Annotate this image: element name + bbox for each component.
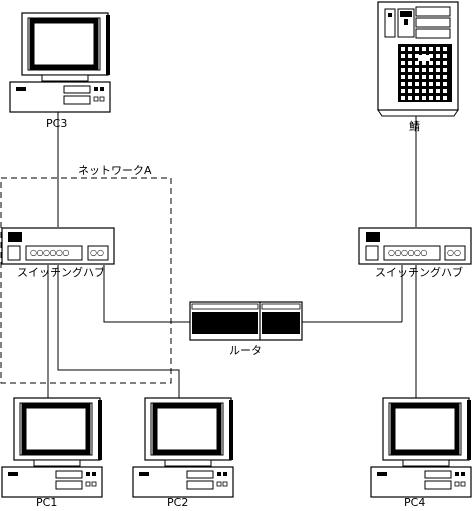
link-hub-pc2 [57, 265, 180, 398]
pc2-label: PC2 [167, 496, 189, 509]
pc4-label: PC4 [404, 496, 426, 509]
hub-right-uplinks: ○○ [447, 248, 461, 257]
pc1-label: PC1 [36, 496, 58, 509]
pc3-computer [10, 13, 110, 112]
pc3-label: PC3 [46, 117, 68, 130]
switching-hub-right [358, 227, 472, 265]
router-label: ルータ [229, 344, 262, 357]
pc4-computer [371, 398, 471, 497]
hub-right-label: スイッチングハブ [375, 266, 463, 279]
server-label: 鯖 [409, 120, 420, 133]
server-tower [377, 1, 459, 117]
network-a-boundary [0, 177, 172, 384]
connection-lines [47, 112, 417, 398]
pc1-computer [2, 398, 102, 497]
link-hub-router [103, 265, 190, 323]
hub-left-uplinks: ○○ [90, 248, 104, 257]
hub-left-ports: ○○○○○○ [30, 248, 69, 257]
router-device [189, 301, 303, 341]
hub-left-label: スイッチングハブ [17, 266, 105, 279]
pc2-computer [133, 398, 233, 497]
hub-right-ports: ○○○○○○ [388, 248, 427, 257]
network-a-label: ネットワークA [78, 164, 152, 177]
switching-hub-left [1, 227, 115, 265]
